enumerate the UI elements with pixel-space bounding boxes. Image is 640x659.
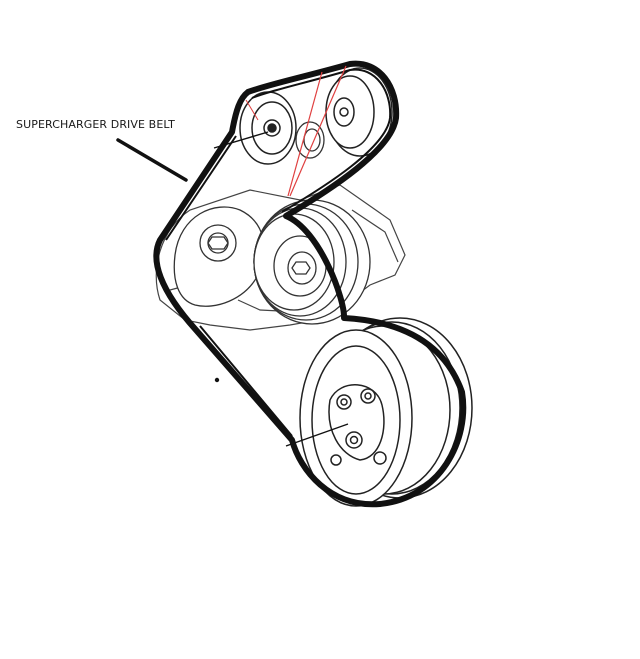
belt-inner-edge <box>165 68 392 437</box>
supercharger-drive-belt-label: SUPERCHARGER DRIVE BELT <box>16 118 175 131</box>
routing-guide-line-1 <box>287 71 323 197</box>
tensioner-assembly <box>173 206 265 307</box>
supercharger-drive-belt <box>153 60 467 508</box>
routing-guide-line-3 <box>245 99 259 121</box>
callout-leader-line <box>116 138 188 182</box>
grooved-accessory-pulley <box>253 199 371 325</box>
belt-seam-mark-bottom <box>285 423 349 447</box>
crankshaft-pulley <box>299 317 473 507</box>
belt-seam-mark-top <box>213 131 269 149</box>
supercharger-pulley <box>325 67 393 157</box>
upper-idler-pulley <box>239 91 297 165</box>
belt-dot-marker <box>214 377 220 383</box>
center-idler-pulley <box>295 121 325 159</box>
routing-guide-line-2 <box>289 65 347 197</box>
